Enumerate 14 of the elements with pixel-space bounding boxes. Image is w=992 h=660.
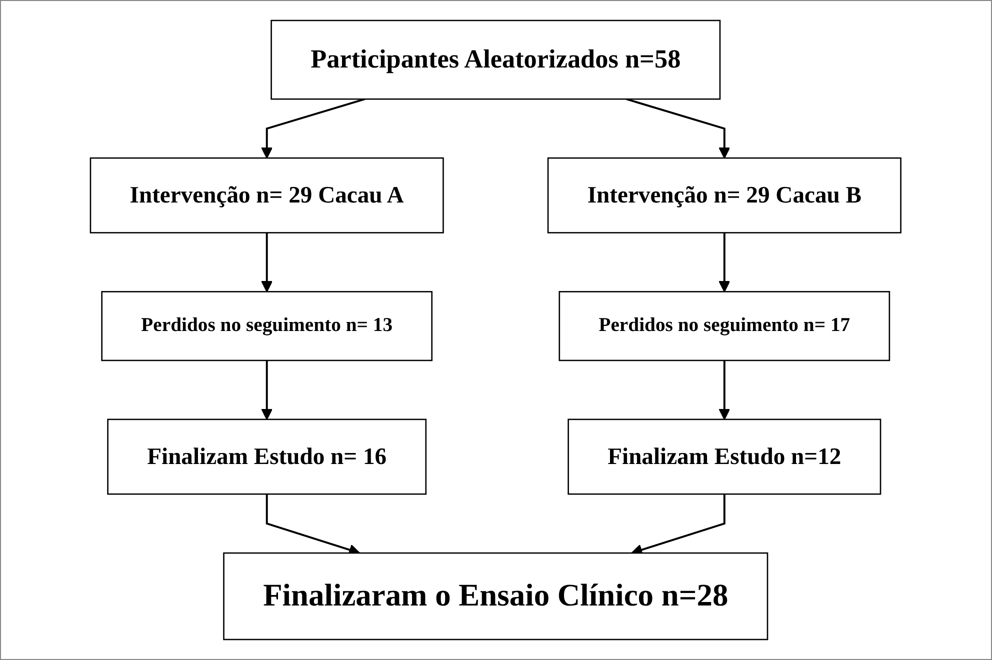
arrow (626, 98, 731, 159)
arrow (261, 232, 273, 292)
node-box: Perdidos no seguimento n= 13 (102, 291, 433, 362)
node-box: Participantes Aleatorizados n=58 (271, 20, 721, 100)
node-box: Perdidos no seguimento n= 17 (559, 291, 890, 362)
node-box: Finalizam Estudo n=12 (568, 418, 882, 495)
arrow (261, 360, 273, 420)
arrow (719, 232, 731, 292)
node-box: Intervenção n= 29 Cacau B (548, 157, 902, 234)
node-box: Finalizam Estudo n= 16 (108, 418, 427, 495)
arrow (261, 98, 366, 159)
arrow (719, 360, 731, 420)
node-box: Intervenção n= 29 Cacau A (90, 157, 444, 234)
node-box: Finalizaram o Ensaio Clínico n=28 (223, 552, 769, 640)
